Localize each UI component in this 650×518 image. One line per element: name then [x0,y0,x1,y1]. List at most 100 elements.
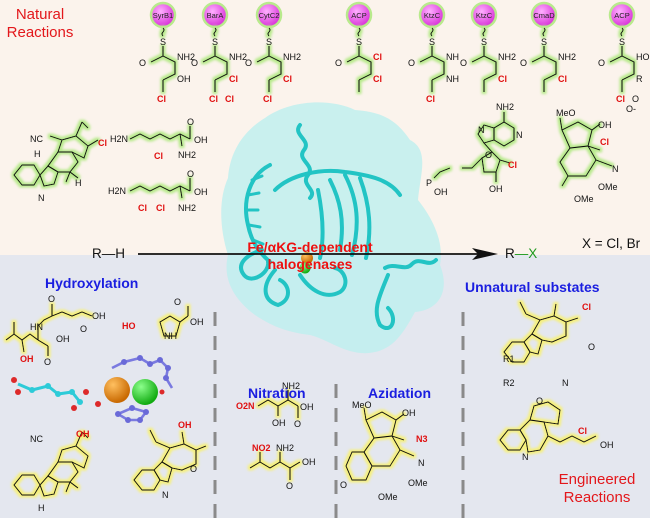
atom-label: Cl [582,302,591,312]
atom-label: S [212,37,218,47]
atom-label: Cl [578,426,587,436]
enzyme-label-line2: halogenases [267,256,353,272]
atom-label: S [481,37,487,47]
molecule-chloro-alkaloid [559,117,613,187]
atom-label: OH [434,187,448,197]
carrier-protein-tag [255,1,283,29]
molecule-chloro-nucleotide [433,112,515,182]
atom-label: HO [122,321,136,331]
atom-label: Cl [558,74,567,84]
atom-label: MeO [352,400,372,410]
atom-label: O- [626,104,636,114]
product-r: R [505,246,515,261]
atom-label: N [522,452,529,462]
atom-label: O [588,342,595,352]
atom-label: OH [20,354,34,364]
atom-label: OMe [598,182,618,192]
atom-label: Cl [154,151,163,161]
atom-label: HN [30,322,43,332]
engineered-molecule-labels: O HN OH O OH O OH HO O OH NH NC OH H OH … [20,294,614,513]
atom-label: O [340,480,347,490]
atom-label: OH [76,429,90,439]
substrate-skeleton [346,27,372,92]
molecule-chlorolysine [129,126,191,147]
atom-label: Cl [600,137,609,147]
active-site-model [11,355,174,423]
reactant-label: R—H [92,246,125,261]
atom-label: S [266,37,272,47]
section-title-unnatural-substrates: Unnatural substates [465,279,600,295]
atom-label: NH2 [177,52,195,62]
atom-label: O [191,58,198,68]
engineered-title-line1: Engineered [558,471,636,488]
enzyme-label: Fe/αKG-dependent halogenases [245,239,375,273]
atom-label: H [75,178,82,188]
atom-label: NC [30,134,43,144]
product-label: R—X [505,246,537,261]
carrier-tag-label: BarA [207,11,224,20]
atom-label: MeO [556,108,576,118]
atom-label: Cl [138,203,147,213]
atom-label: OH [300,402,314,412]
atom-label: O [187,117,194,127]
atom-label: OH [302,457,316,467]
atom-label: OMe [574,194,594,204]
chlorine-sphere [132,379,158,405]
atom-label: O [48,294,55,304]
engineered-title-line2: Reactions [563,489,631,506]
atom-label: O [187,169,194,179]
atom-label: OH [194,187,208,197]
carrier-tag-label: ACP [614,11,629,20]
atom-label: N3 [416,434,428,444]
atom-label: Cl [263,94,272,104]
atom-label: O [294,419,301,429]
atom-label: OH [598,120,612,130]
atom-label: O [190,464,197,474]
atom-label: Cl [156,203,165,213]
atom-label: O [139,58,146,68]
molecule-hydroxy-hapalindole [13,431,89,497]
atom-label: NH2 [276,443,294,453]
carrier-tag-label: SyrB1 [153,11,173,20]
atom-label: NH2 [178,203,196,213]
atom-label: NO2 [252,443,271,453]
natural-free-molecule-labels: NC H N H Cl H2N Cl NH2 O OH H2N Cl Cl NH… [30,102,619,213]
atom-label: Cl [229,74,238,84]
atom-label: O [286,481,293,491]
atom-label: R1 [503,354,515,364]
atom-label: NH2 [283,52,301,62]
molecule-nitro-threonine [257,390,299,418]
carrier-protein-tag [470,1,498,29]
atom-label: H [34,149,41,159]
atom-label: O [598,58,605,68]
atom-label: Cl [283,74,292,84]
atom-label: O [80,324,87,334]
atom-label: NH2 [282,381,300,391]
enzyme-label-line1: Fe/αKG-dependent [247,239,373,255]
substrate-skeleton [256,27,282,92]
molecule-hydroxy-fischerindole [133,429,207,491]
helix-top [296,123,314,200]
atom-label: OH [489,184,503,194]
section-title-nitration: Nitration [248,385,306,401]
substrate-skeleton [150,27,176,92]
atom-label: N [478,125,485,135]
atom-label: O [485,150,492,160]
natural-free-molecules [13,112,613,199]
atom-label: OH [402,408,416,418]
molecule-hydroxylated-leucine [5,304,93,356]
atom-label: S [619,37,625,47]
atom-label: H2N [110,134,128,144]
iron-atom [301,252,313,264]
atom-label: OH [194,135,208,145]
atom-label: NH2 [498,52,516,62]
atom-label: NH [164,331,177,341]
atom-label: OH [56,334,70,344]
atom-label: OH [272,418,286,428]
